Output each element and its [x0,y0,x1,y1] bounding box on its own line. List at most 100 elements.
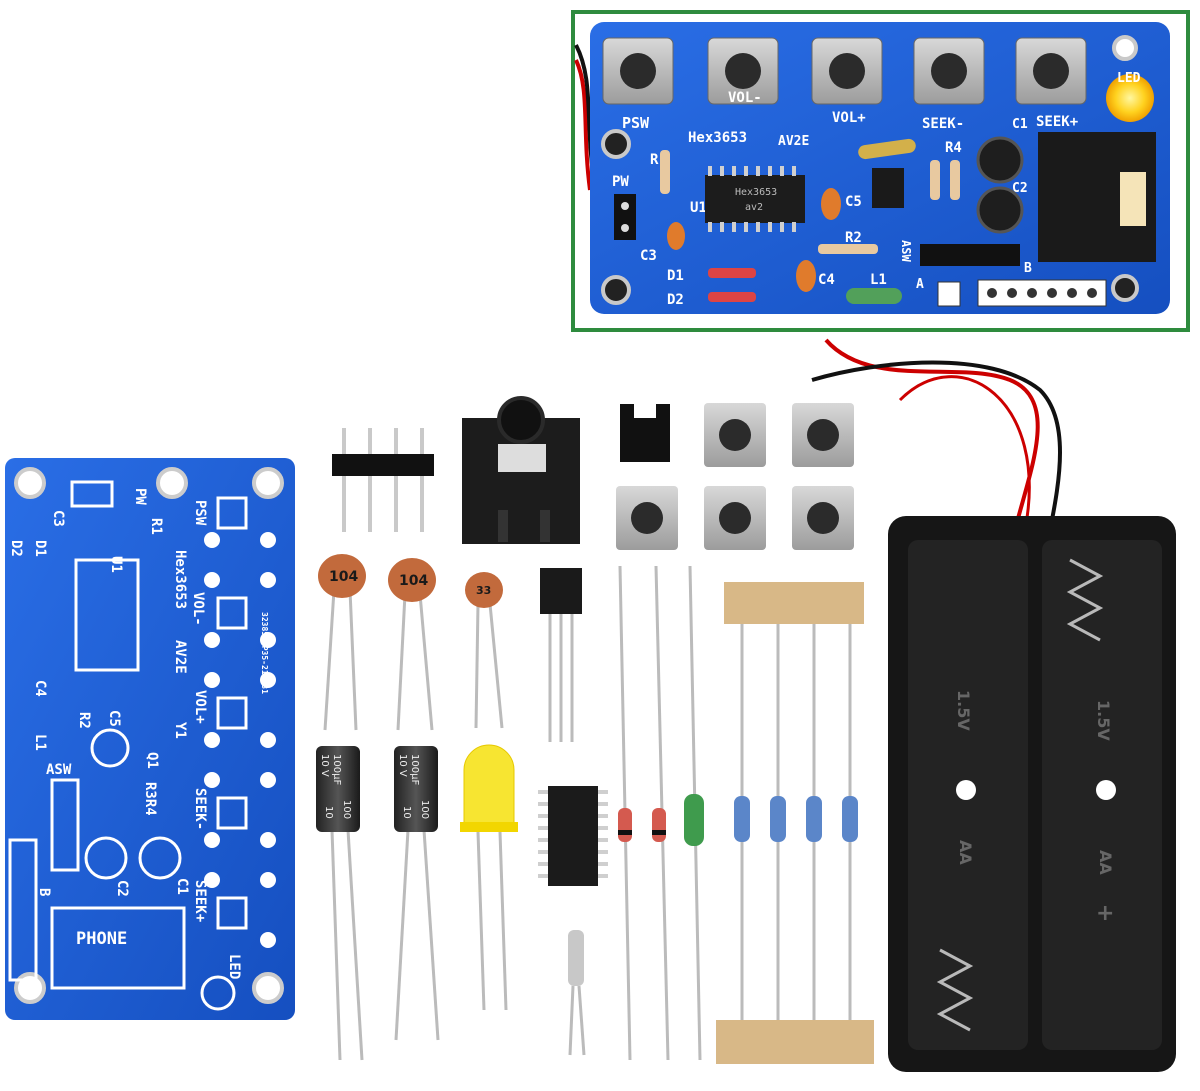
label-c4: C4 [818,272,835,288]
label-d1: D1 [667,268,684,284]
label-av2e: AV2E [778,134,809,149]
svg-text:D2: D2 [8,540,24,557]
label-vol-plus: VOL+ [832,110,866,126]
crystal-y1 [858,138,916,160]
svg-text:VOL+: VOL+ [192,690,208,724]
svg-text:10: 10 [323,806,334,819]
svg-text:100: 100 [341,800,352,819]
label-seek-minus: SEEK- [922,116,964,132]
svg-text:av2: av2 [745,202,763,213]
ic-chip-dip16 [538,786,608,886]
label-a: A [916,277,924,292]
svg-text:C4: C4 [32,680,48,697]
label-seek-plus: SEEK+ [1036,114,1078,130]
label-r: R [650,152,659,168]
svg-text:10: 10 [401,806,412,819]
label-c2: C2 [1012,181,1028,196]
svg-text:1.5V: 1.5V [954,690,973,731]
label-c1: C1 [1012,117,1028,132]
electrolytic-c2 [976,186,1024,234]
svg-text:Q1: Q1 [144,752,160,769]
label-r2: R2 [845,230,862,246]
svg-text:R3R4: R3R4 [142,782,158,816]
svg-text:LED: LED [226,954,242,979]
button-vol-minus [707,37,779,105]
jumper-a [937,281,961,307]
mount-hole [1112,35,1138,61]
button-psw [602,37,674,105]
button-seek-plus [1015,37,1087,105]
label-pw: PW [612,174,629,190]
assembled-board-inset: PSW VOL- VOL+ SEEK- SEEK+ LED Hex3653 AV… [571,10,1190,332]
ceramic-cap-c5 [821,188,841,220]
svg-text:100: 100 [419,800,430,819]
yellow-led-lit [1106,74,1154,122]
svg-text:U1: U1 [108,556,124,573]
electrolytic-capacitor-a: 100µF 10 V 100 10 [316,746,364,1061]
label-d2: D2 [667,292,684,308]
label-hex: Hex3653 [688,130,747,146]
bare-pcb: PW C3 R1 PSW D2 D1 U1 Hex3653 VOL- AV2E … [5,458,295,1020]
electrolytic-c1 [976,136,1024,184]
diode-d2 [708,292,756,302]
label-c5: C5 [845,194,862,210]
ic-u1: Hex3653 av2 [705,166,805,232]
yellow-led [460,744,518,1011]
pin-header-4 [332,428,434,532]
resistors-on-tape [716,582,874,1064]
svg-text:Hex3653: Hex3653 [172,550,188,609]
label-l1: L1 [870,272,887,288]
ceramic-capacitor-104-a: 104 [318,554,366,731]
ceramic-cap-c3 [667,222,685,250]
svg-text:323854BP35-210331: 323854BP35-210331 [260,612,269,694]
resistor-r4 [930,160,940,200]
svg-text:C3: C3 [50,510,66,527]
asw-header [920,244,1020,266]
svg-text:PHONE: PHONE [76,929,127,949]
ceramic-cap-c4 [796,260,816,292]
svg-text:100µF: 100µF [409,754,420,785]
resistor-r [660,150,670,194]
pw-header [614,194,636,240]
svg-text:SEEK-: SEEK- [192,788,208,830]
svg-text:+: + [1096,901,1114,926]
diode-d1 [708,268,756,278]
svg-text:1.5V: 1.5V [1094,700,1113,741]
svg-text:104: 104 [329,569,358,585]
svg-text:VOL-: VOL- [190,592,206,626]
svg-text:10 V: 10 V [319,754,330,777]
svg-text:L1: L1 [32,734,48,751]
mount-hole [601,275,631,305]
svg-text:ASW: ASW [46,762,72,778]
svg-text:10 V: 10 V [397,754,408,777]
svg-text:C1: C1 [174,878,190,895]
headphone-jack-loose [462,396,580,544]
label-asw: ASW [899,240,913,262]
svg-text:Y1: Y1 [172,722,188,739]
svg-text:104: 104 [399,573,428,589]
label-vol-minus: VOL- [728,90,762,106]
label-b: B [1024,261,1032,276]
label-c3: C3 [640,248,657,264]
svg-text:SEEK+: SEEK+ [192,880,208,922]
svg-text:Hex3653: Hex3653 [735,187,777,198]
svg-text:R2: R2 [76,712,92,729]
ceramic-capacitor-small: 33 [465,572,504,729]
resistor-r3 [950,160,960,200]
button-vol-plus [811,37,883,105]
inductor-l1 [846,288,902,304]
svg-text:PW: PW [132,488,148,505]
svg-text:B: B [36,888,52,896]
svg-text:AA: AA [956,840,975,865]
svg-text:C5: C5 [106,710,122,727]
battery-holder-2xaa: 1.5V 1.5V AA AA + [811,338,1176,1072]
label-u1: U1 [690,200,707,216]
transistor-q1 [872,168,904,208]
crystal-oscillator [568,930,586,1056]
label-r4: R4 [945,140,962,156]
button-seek-minus [913,37,985,105]
svg-text:AV2E: AV2E [172,640,188,674]
label-psw: PSW [622,114,650,132]
svg-text:C2: C2 [114,880,130,897]
